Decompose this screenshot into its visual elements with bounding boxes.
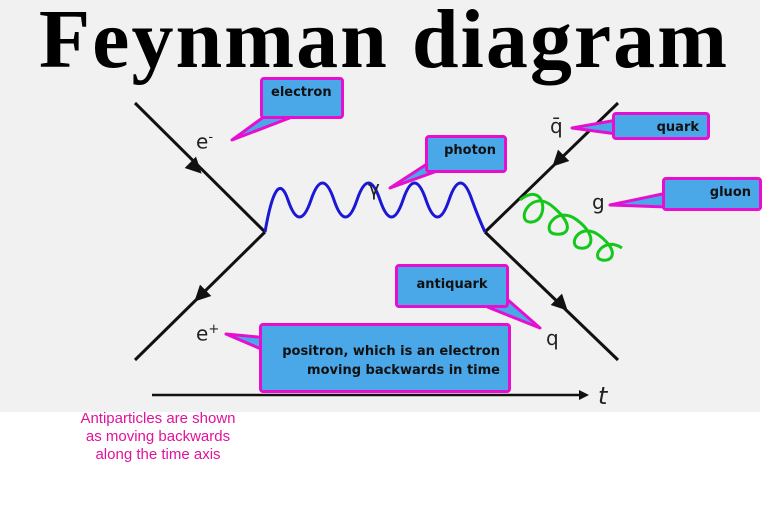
photon-callout: photon xyxy=(425,135,507,173)
antiquark-callout: antiquark xyxy=(395,264,509,308)
gluon-label: g xyxy=(592,190,605,214)
positron-charge: + xyxy=(208,322,220,337)
quark-line xyxy=(483,230,620,362)
electron-line xyxy=(133,101,267,234)
antiquark-label: q̄ xyxy=(550,114,563,138)
positron-callout: positron, which is an electron moving ba… xyxy=(259,323,511,393)
electron-symbol: e xyxy=(196,129,209,154)
quark-label: q xyxy=(546,326,559,350)
quark-arrow xyxy=(550,293,568,311)
electron-label: e- xyxy=(196,128,213,152)
electron-charge: - xyxy=(208,130,214,145)
gluon-coil xyxy=(519,192,623,262)
positron-symbol: e xyxy=(196,321,209,346)
gluon-callout-pointer xyxy=(608,191,669,209)
quark-callout-pointer xyxy=(570,118,619,136)
antiparticle-note: Antiparticles are shown as moving backwa… xyxy=(80,410,236,463)
photon-wave xyxy=(263,181,487,233)
electron-callout: electron xyxy=(260,77,344,119)
time-axis-label: t xyxy=(598,382,608,410)
positron-label: e+ xyxy=(196,320,219,344)
page-title: Feynman diagram xyxy=(38,0,730,86)
positron-callout-line2: moving backwards in time xyxy=(307,363,500,378)
photon-label: γ xyxy=(368,176,380,200)
quark-callout: quark xyxy=(612,112,710,140)
positron-callout-line1: positron, which is an electron xyxy=(282,344,500,359)
electron-arrow xyxy=(184,156,202,174)
antiquark-arrow xyxy=(552,149,570,167)
gluon-callout: gluon xyxy=(662,177,762,211)
